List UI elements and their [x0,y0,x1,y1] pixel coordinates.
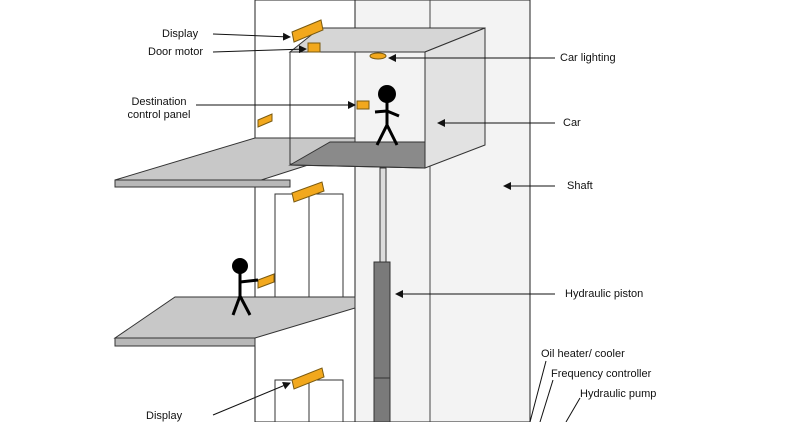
label-car-lighting: Car lighting [560,52,616,64]
label-hydraulic-piston: Hydraulic piston [565,288,644,300]
destination-panel-middle [257,273,275,289]
label-display-top: Display [162,28,199,40]
label-shaft: Shaft [567,180,593,192]
display-middle-component [291,181,325,203]
shaft-front-panel [254,0,356,422]
label-oil-heater-cooler: Oil heater/ cooler [541,348,625,360]
car-control-panel [356,100,370,110]
arrow-door-motor [212,45,307,54]
arrow-frequency-controller [539,379,554,422]
label-car: Car [563,117,581,129]
label-display-bottom: Display [146,410,183,422]
car-side-face [424,27,486,169]
label-door-motor: Door motor [148,46,204,58]
label-destination-control-panel: Destination control panel [127,96,191,121]
arrow-hydraulic-pump [565,397,581,422]
display-top-component [291,19,324,43]
person-in-car [374,85,400,146]
display-bottom-component [291,367,325,390]
arrow-display-top [212,32,291,41]
piston-cylinder [373,261,391,422]
car-lighting-component [369,52,387,60]
piston-rod [379,167,387,265]
person-waiting [231,258,259,316]
destination-panel-top [257,113,273,128]
door-motor-component [307,42,321,53]
arrow-oil-heater [529,360,547,422]
label-hydraulic-pump: Hydraulic pump [580,388,657,400]
arrow-display-bottom [212,381,291,416]
label-frequency-controller: Frequency controller [551,368,652,380]
